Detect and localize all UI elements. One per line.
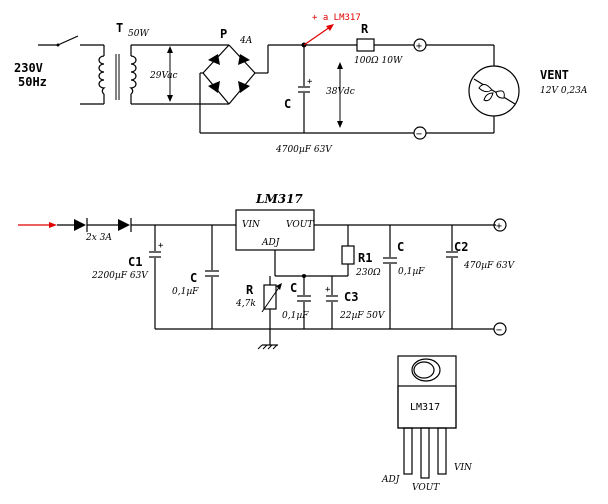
mains-switch [38, 35, 105, 105]
capacitor-label: C [284, 97, 291, 111]
fan-spec-label: 12V 0,23A [540, 86, 588, 96]
c1-label: C1 [128, 255, 142, 269]
fan-icon [468, 65, 520, 117]
pot-label: R [246, 283, 254, 297]
lm317-pin-vin: VIN [242, 220, 261, 230]
transformer-label: T [116, 21, 123, 35]
svg-text:+: + [325, 285, 331, 295]
c-mid-value: 0,1µF [282, 311, 309, 321]
package-body-text: LM317 [410, 402, 440, 413]
r1-resistor [341, 225, 355, 276]
c2-value: 470µF 63V [463, 261, 516, 271]
output-plus-terminal [493, 218, 507, 232]
c-left-label: C [190, 271, 197, 285]
input-diodes [74, 218, 132, 232]
potentiometer [257, 276, 282, 350]
diodes-label: 2x 3A [85, 233, 112, 243]
resistor-value-label: 100Ω 10W [354, 56, 403, 66]
svg-text:−: − [416, 129, 422, 140]
transformer [98, 45, 137, 104]
c2-label: C2 [454, 240, 468, 254]
r1-label: R1 [358, 251, 372, 265]
bridge-rectifier [199, 44, 269, 133]
c3-label: C3 [344, 290, 358, 304]
resistor-100-ohm [356, 38, 375, 52]
c-left-value: 0,1µF [172, 287, 199, 297]
secondary-voltage-label: 29Vac [149, 71, 178, 81]
filter-capacitor: + [298, 45, 313, 133]
svg-text:+: + [158, 241, 164, 251]
capacitor-value-label: 4700µF 63V [275, 145, 333, 155]
pot-value: 4,7k [235, 299, 256, 309]
c-mid-capacitor [297, 276, 311, 329]
c-right-label: C [397, 240, 404, 254]
c2-capacitor [446, 225, 458, 329]
c1-capacitor: + [149, 225, 164, 329]
dc-voltage-label: 38Vdc [326, 87, 355, 97]
r1-value: 230Ω [355, 268, 381, 278]
mains-voltage-label: 230V [14, 61, 43, 75]
to-lm317-label: + a LM317 [312, 13, 361, 23]
c3-value: 22µF 50V [339, 311, 386, 321]
mains-frequency-label: 50Hz [18, 75, 47, 89]
c-left-capacitor [205, 225, 219, 329]
c-right-capacitor [383, 225, 397, 329]
svg-text:−: − [496, 325, 502, 336]
lm317-title: LM317 [255, 192, 303, 206]
c1-value: 2200µF 63V [91, 271, 149, 281]
c-right-value: 0,1µF [398, 267, 425, 277]
lm317-package [397, 355, 457, 479]
output-minus-terminal [493, 322, 507, 336]
package-pin-adj: ADJ [381, 475, 401, 485]
bridge-current-label: 4A [239, 36, 253, 46]
package-pin-vout: VOUT [412, 483, 440, 493]
svg-text:+: + [307, 77, 313, 87]
lm317-pin-adj: ADJ [261, 238, 281, 248]
resistor-label: R [361, 22, 369, 36]
svg-text:+: + [416, 41, 422, 52]
lm317-pin-vout: VOUT [286, 220, 314, 230]
package-pin-vin: VIN [454, 463, 473, 473]
svg-text:+: + [496, 221, 502, 232]
fan-label: VENT [540, 68, 569, 82]
c3-capacitor: + [325, 276, 338, 329]
bridge-label: P [220, 27, 227, 41]
c-mid-label: C [290, 281, 297, 295]
transformer-power-label: 50W [128, 29, 149, 39]
